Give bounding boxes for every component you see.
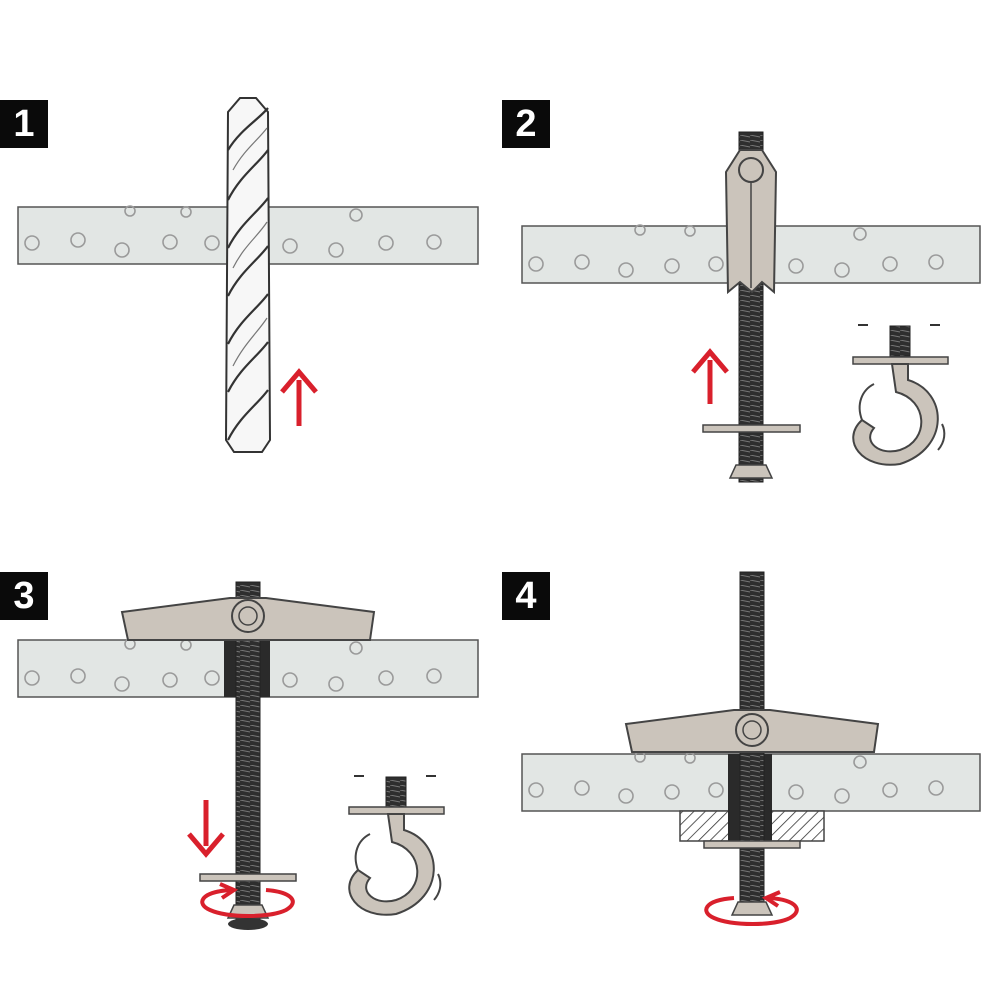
rotation-arrow-icon — [704, 890, 799, 926]
rotation-arrow-icon — [200, 882, 295, 918]
step-1-panel — [17, 97, 479, 453]
step-3-panel — [17, 581, 479, 930]
toggle-bolt-icon — [120, 581, 376, 930]
step-2-badge: 2 — [502, 100, 550, 148]
step-3-badge: 3 — [0, 572, 48, 620]
ceiling-hook-icon — [852, 324, 949, 466]
direction-arrow-icon — [691, 348, 729, 404]
step-1-badge: 1 — [0, 100, 48, 148]
step-4-panel — [521, 571, 981, 926]
toggle-bolt-icon — [702, 131, 801, 483]
drill-bit-icon — [224, 97, 272, 453]
ceiling-hook-icon — [348, 775, 445, 916]
direction-arrow-icon — [280, 368, 318, 426]
step-2-panel — [521, 131, 981, 483]
step-4-badge: 4 — [502, 572, 550, 620]
toggle-bolt-icon — [624, 571, 880, 916]
direction-arrow-icon — [187, 800, 225, 858]
